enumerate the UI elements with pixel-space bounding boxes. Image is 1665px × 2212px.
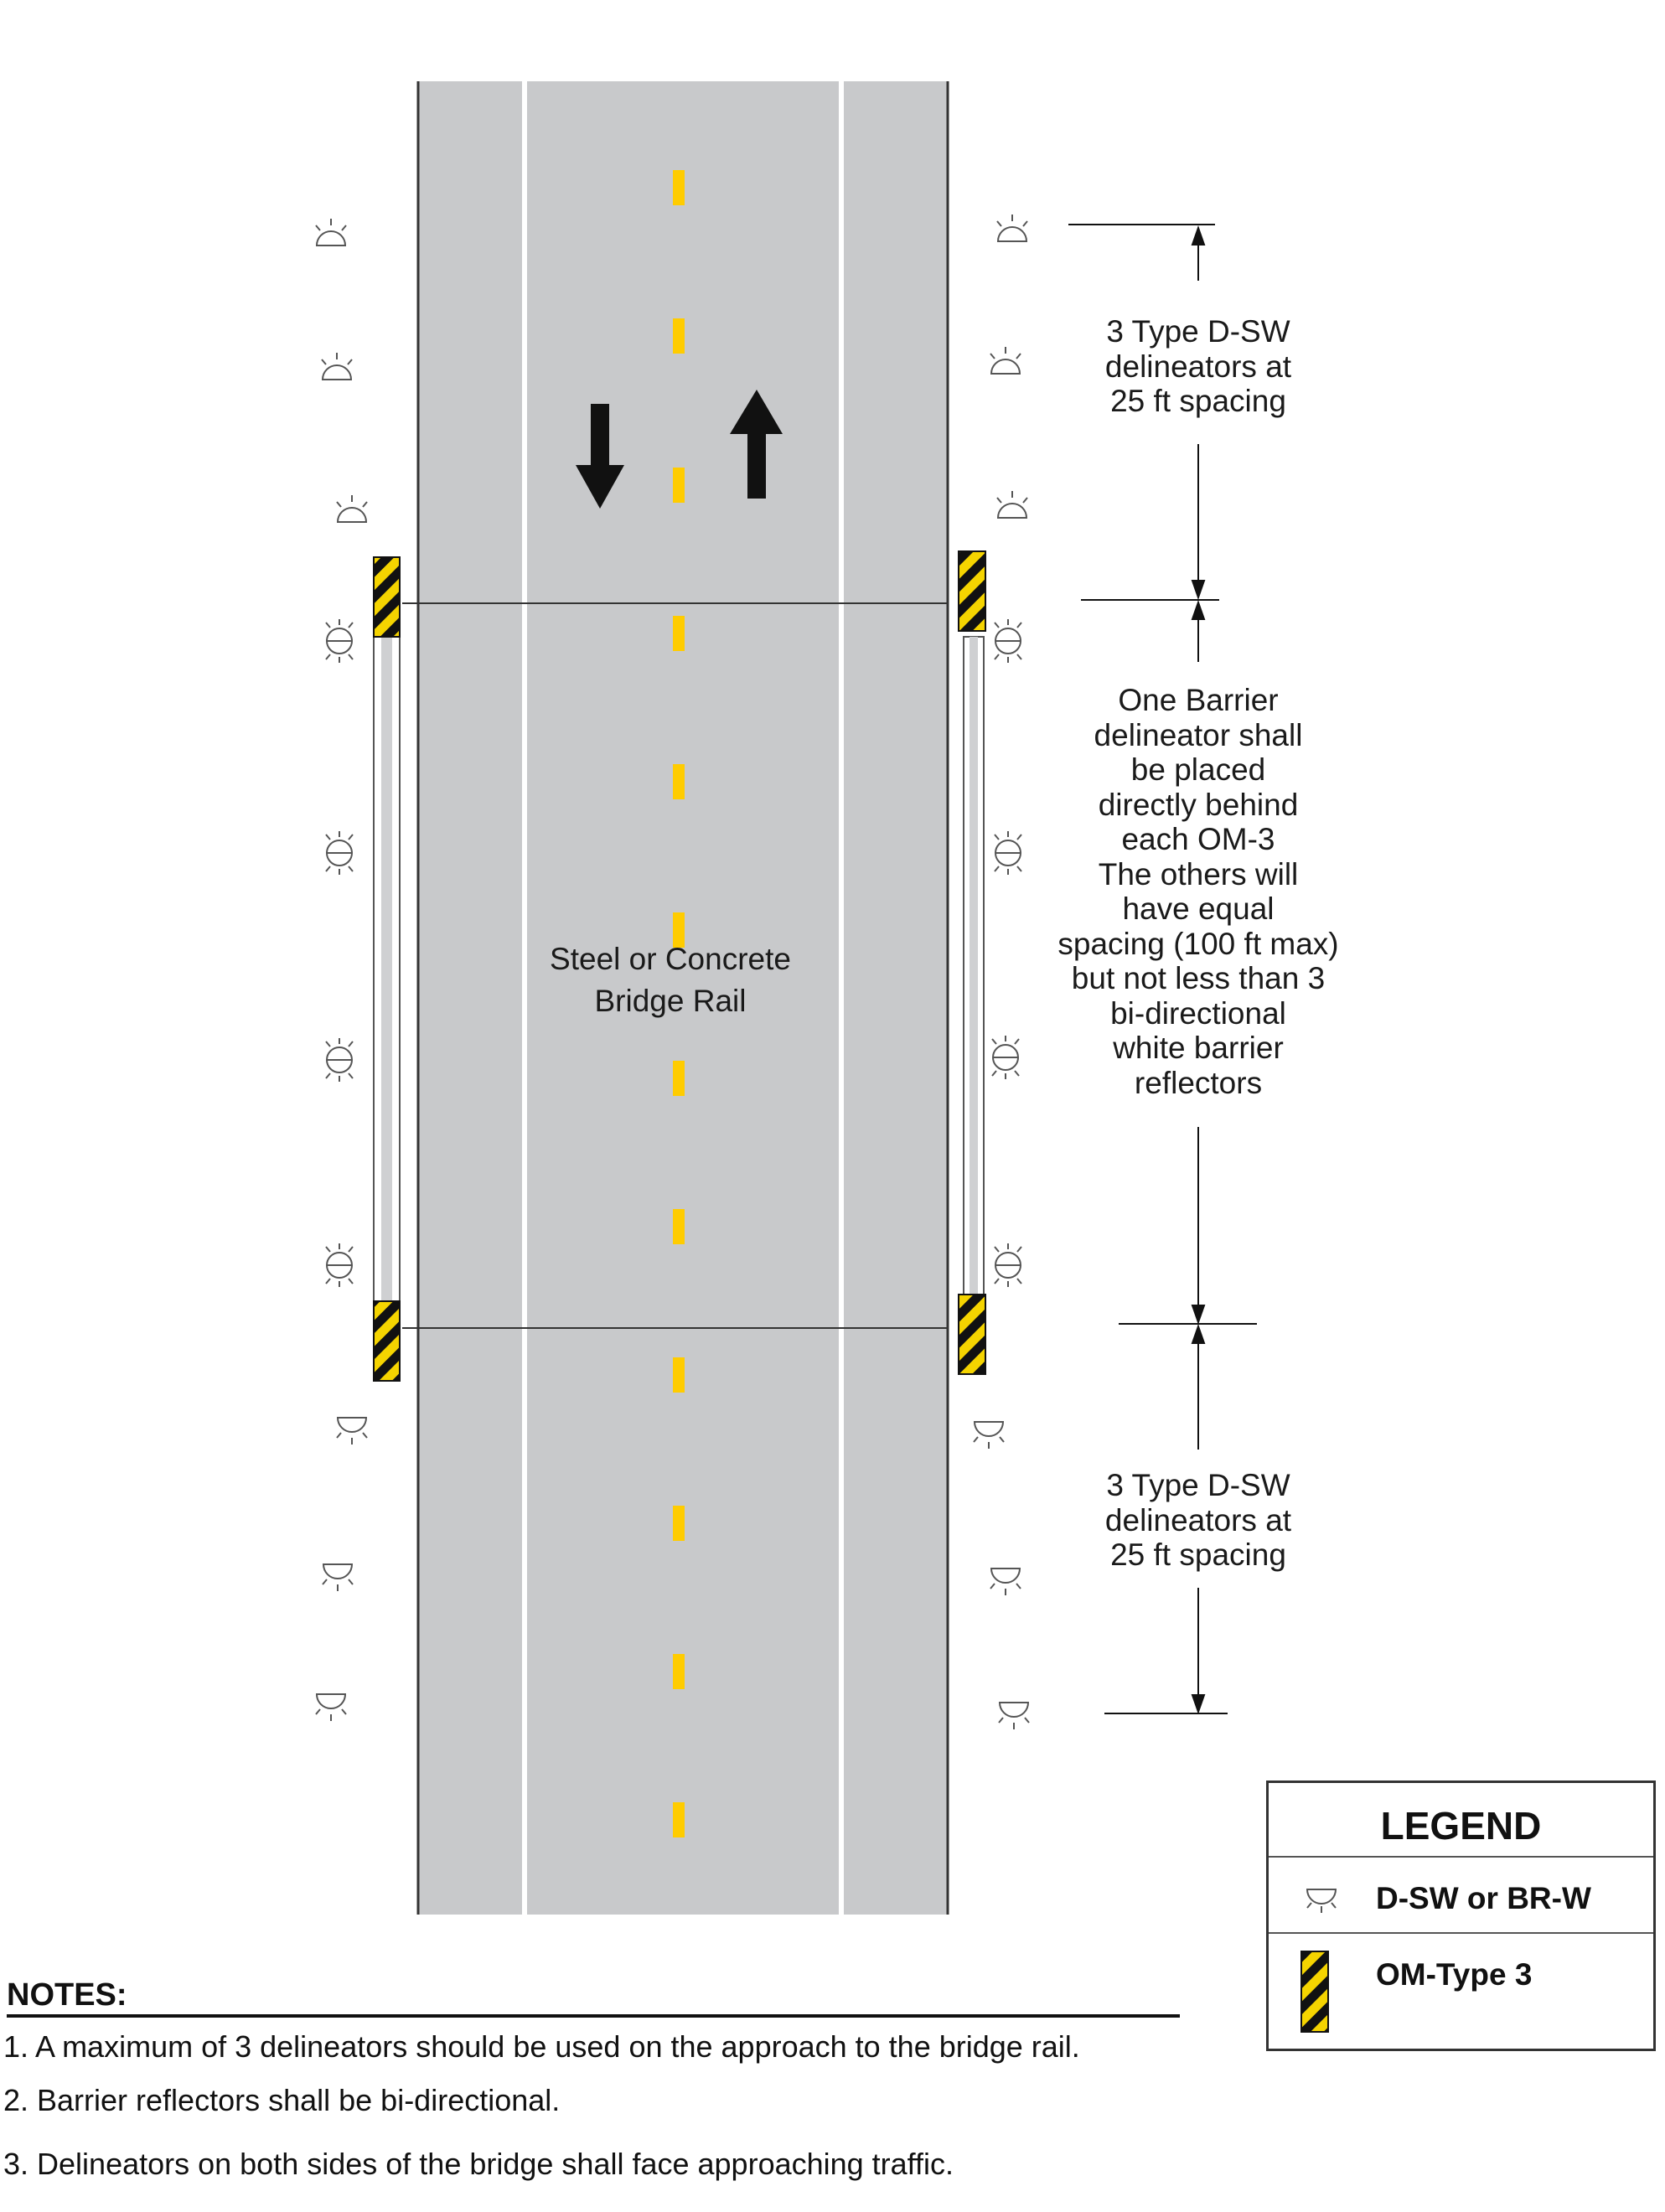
label-line: 25 ft spacing bbox=[1110, 1538, 1286, 1572]
delineator-icon bbox=[1306, 1889, 1337, 1913]
lane-line-left bbox=[522, 81, 527, 1915]
delineator-icon bbox=[996, 214, 1028, 242]
notes-heading: NOTES: bbox=[7, 1977, 127, 2013]
top-spacing-label: 3 Type D-SW delineators at 25 ft spacing bbox=[1031, 314, 1366, 419]
lane-line-right bbox=[839, 81, 844, 1915]
label-line: but not less than 3 bbox=[1071, 961, 1326, 995]
legend-title: LEGEND bbox=[1380, 1804, 1542, 1848]
note-item: 3. Delineators on both sides of the brid… bbox=[3, 2147, 954, 2181]
label-line: delineator shall bbox=[1094, 717, 1303, 752]
dimension-lines bbox=[1068, 224, 1257, 1715]
label-line: directly behind bbox=[1098, 787, 1299, 822]
label-line: One Barrier bbox=[1118, 683, 1279, 717]
om3-marker-icon bbox=[958, 550, 986, 632]
legend: LEGEND D-SW or BR-W OM-Type 3 bbox=[1266, 1780, 1656, 2051]
roadway bbox=[402, 81, 949, 1915]
note-item: 1. A maximum of 3 delineators should be … bbox=[3, 2029, 1080, 2064]
delineator-icon bbox=[336, 1417, 368, 1445]
delineator-icon bbox=[990, 1568, 1021, 1595]
legend-divider bbox=[1269, 1856, 1653, 1858]
label-line: reflectors bbox=[1134, 1065, 1263, 1100]
notes-section: NOTES: 1. A maximum of 3 delineators sho… bbox=[0, 1976, 1190, 2182]
label-line: The others will bbox=[1098, 856, 1299, 892]
note-item: 2. Barrier reflectors shall be bi-direct… bbox=[3, 2083, 561, 2117]
label-line: delineators at bbox=[1104, 349, 1292, 384]
barrier-reflector-icon bbox=[994, 619, 1022, 663]
barrier-reflector-icon bbox=[325, 831, 354, 875]
barrier-reflector-icon bbox=[325, 1038, 354, 1082]
label-line: be placed bbox=[1130, 752, 1266, 787]
label-line: 3 Type D-SW bbox=[1106, 1468, 1290, 1502]
delineator-icon bbox=[321, 353, 353, 380]
barrier-reflector-icon bbox=[325, 1243, 354, 1287]
legend-divider bbox=[1269, 1932, 1653, 1934]
bridge-rail-left bbox=[373, 636, 401, 1308]
delineator-icon bbox=[990, 347, 1021, 375]
label-line: each OM-3 bbox=[1121, 822, 1275, 856]
delineator-icon bbox=[973, 1421, 1005, 1449]
delineator-icon bbox=[336, 495, 368, 523]
arrow-up-icon bbox=[730, 390, 783, 499]
om3-marker-icon bbox=[373, 1300, 401, 1382]
bridge-rail-label: Steel or Concrete Bridge Rail bbox=[486, 938, 855, 1022]
bridge-rail-right bbox=[963, 636, 985, 1300]
label-line: white barrier bbox=[1113, 1031, 1284, 1065]
legend-item-label: OM-Type 3 bbox=[1376, 1957, 1533, 1992]
label-line: delineators at bbox=[1104, 1502, 1292, 1538]
bottom-spacing-label: 3 Type D-SW delineators at 25 ft spacing bbox=[1031, 1468, 1366, 1573]
om-type3-marker-icon bbox=[1300, 1951, 1329, 2033]
barrier-reflector-icon bbox=[994, 831, 1022, 875]
delineator-icon bbox=[315, 219, 347, 246]
rail-label-line: Bridge Rail bbox=[594, 984, 747, 1018]
delineator-icon bbox=[996, 491, 1028, 519]
om3-marker-icon bbox=[373, 556, 401, 638]
barrier-reflector-icon bbox=[325, 619, 354, 663]
label-line: spacing (100 ft max) bbox=[1057, 926, 1339, 961]
label-line: 3 Type D-SW bbox=[1106, 314, 1290, 349]
rail-label-line: Steel or Concrete bbox=[550, 942, 791, 976]
om3-marker-icon bbox=[958, 1294, 986, 1375]
delineator-icon bbox=[322, 1563, 354, 1591]
legend-item-label: D-SW or BR-W bbox=[1376, 1881, 1591, 1915]
delineator-icon bbox=[998, 1702, 1030, 1729]
barrier-reflector-icon bbox=[994, 1243, 1022, 1287]
notes-underline bbox=[7, 2014, 1180, 2018]
delineator-icon bbox=[315, 1693, 347, 1721]
label-line: have equal bbox=[1122, 892, 1275, 926]
barrier-delineator-note: One Barrier delineator shall be placed d… bbox=[1031, 683, 1366, 1100]
label-line: bi-directional bbox=[1110, 995, 1286, 1031]
label-line: 25 ft spacing bbox=[1110, 384, 1286, 418]
arrow-down-icon bbox=[576, 404, 624, 509]
center-line bbox=[673, 170, 685, 1837]
barrier-reflector-icon bbox=[991, 1036, 1020, 1079]
